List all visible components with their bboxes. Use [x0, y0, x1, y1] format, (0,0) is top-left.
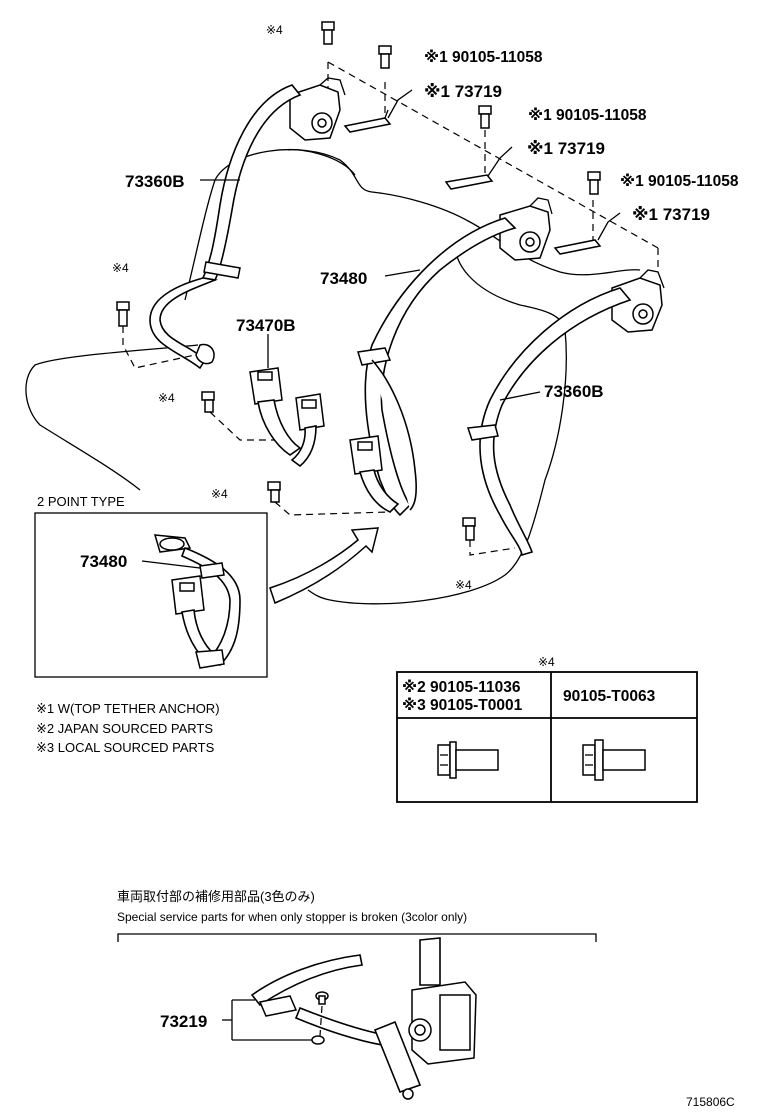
bolt-table: ※4 ※2 90105-11036 ※3 90105-T0001 90105-T… [396, 655, 698, 803]
bolt1-label: ※1 90105-11058 [424, 48, 543, 66]
legend-item-2: ※2 JAPAN SOURCED PARTS [36, 721, 213, 736]
bolt-table-right-drawing [582, 739, 646, 781]
mark4-left-upper-label: ※4 [112, 261, 129, 275]
service-retractor[interactable] [408, 981, 477, 1065]
inset-part-label: 73480 [80, 552, 127, 571]
inset-arrow [269, 527, 379, 605]
bolt-table-left-2: ※3 90105-T0001 [402, 696, 523, 714]
service-title-en: Special service parts for when only stop… [117, 910, 467, 924]
anchor1-label: ※1 73719 [424, 82, 502, 101]
service-title-jp: 車両取付部の補修用部品(3色のみ) [117, 889, 315, 904]
belt-right-label: 73360B [544, 382, 604, 401]
legend-item-1: ※1 W(TOP TETHER ANCHOR) [36, 701, 220, 716]
bolt2-label: ※1 90105-11058 [528, 106, 647, 124]
belt-right[interactable] [466, 287, 632, 557]
mark4-top-label: ※4 [266, 23, 283, 37]
bolt-table-right: 90105-T0063 [563, 688, 656, 705]
retractor-center[interactable] [499, 197, 553, 261]
belt-center-label: 73480 [320, 269, 367, 288]
mark4-left-mid-label: ※4 [158, 391, 175, 405]
inset-buckle[interactable] [171, 575, 205, 615]
figure-id: 715806C [686, 1095, 735, 1109]
belt-center[interactable] [357, 217, 517, 517]
buckle-left[interactable] [249, 367, 325, 468]
bolt-table-left-drawing [437, 741, 499, 779]
bolt-left-upper[interactable] [116, 301, 196, 369]
bolt3-label: ※1 90105-11058 [620, 172, 739, 190]
service-section: 車両取付部の補修用部品(3色のみ) Special service parts … [117, 889, 597, 1100]
bolt-top-left[interactable] [321, 21, 335, 45]
buckle-center[interactable] [349, 435, 400, 513]
bolt-2[interactable] [478, 105, 492, 129]
legend: ※1 W(TOP TETHER ANCHOR) ※2 JAPAN SOURCED… [36, 701, 220, 755]
mark4-right-label: ※4 [455, 578, 472, 592]
bolt-left-mid[interactable] [201, 391, 275, 441]
mark4-center-label: ※4 [211, 487, 228, 501]
retractor-right[interactable] [611, 269, 665, 333]
leader-lines [200, 89, 621, 401]
belt-left[interactable] [149, 84, 302, 370]
anchor-plate-1[interactable] [343, 109, 392, 133]
belt-left-label: 73360B [125, 172, 185, 191]
bolt-right-lower[interactable] [462, 517, 516, 556]
inset-title: 2 POINT TYPE [37, 494, 125, 509]
bolt-center-lower[interactable] [267, 481, 389, 516]
legend-item-3: ※3 LOCAL SOURCED PARTS [36, 740, 215, 755]
retractor-left[interactable] [289, 77, 346, 141]
buckle-left-label: 73470B [236, 316, 296, 335]
bolt-table-mark: ※4 [538, 655, 555, 669]
anchor3-label: ※1 73719 [632, 205, 710, 224]
bolt-3[interactable] [587, 171, 601, 195]
service-part-label: 73219 [160, 1012, 207, 1031]
service-stopper[interactable] [258, 991, 329, 1045]
anchor2-label: ※1 73719 [527, 139, 605, 158]
anchor-plate-2[interactable] [444, 174, 494, 190]
two-point-inset: 2 POINT TYPE 73480 [34, 494, 268, 678]
bolt-1[interactable] [378, 45, 392, 69]
bolt-table-left-1: ※2 90105-11036 [402, 678, 521, 696]
mounting-reference-lines [327, 61, 659, 270]
anchor-plate-3[interactable] [553, 239, 602, 255]
